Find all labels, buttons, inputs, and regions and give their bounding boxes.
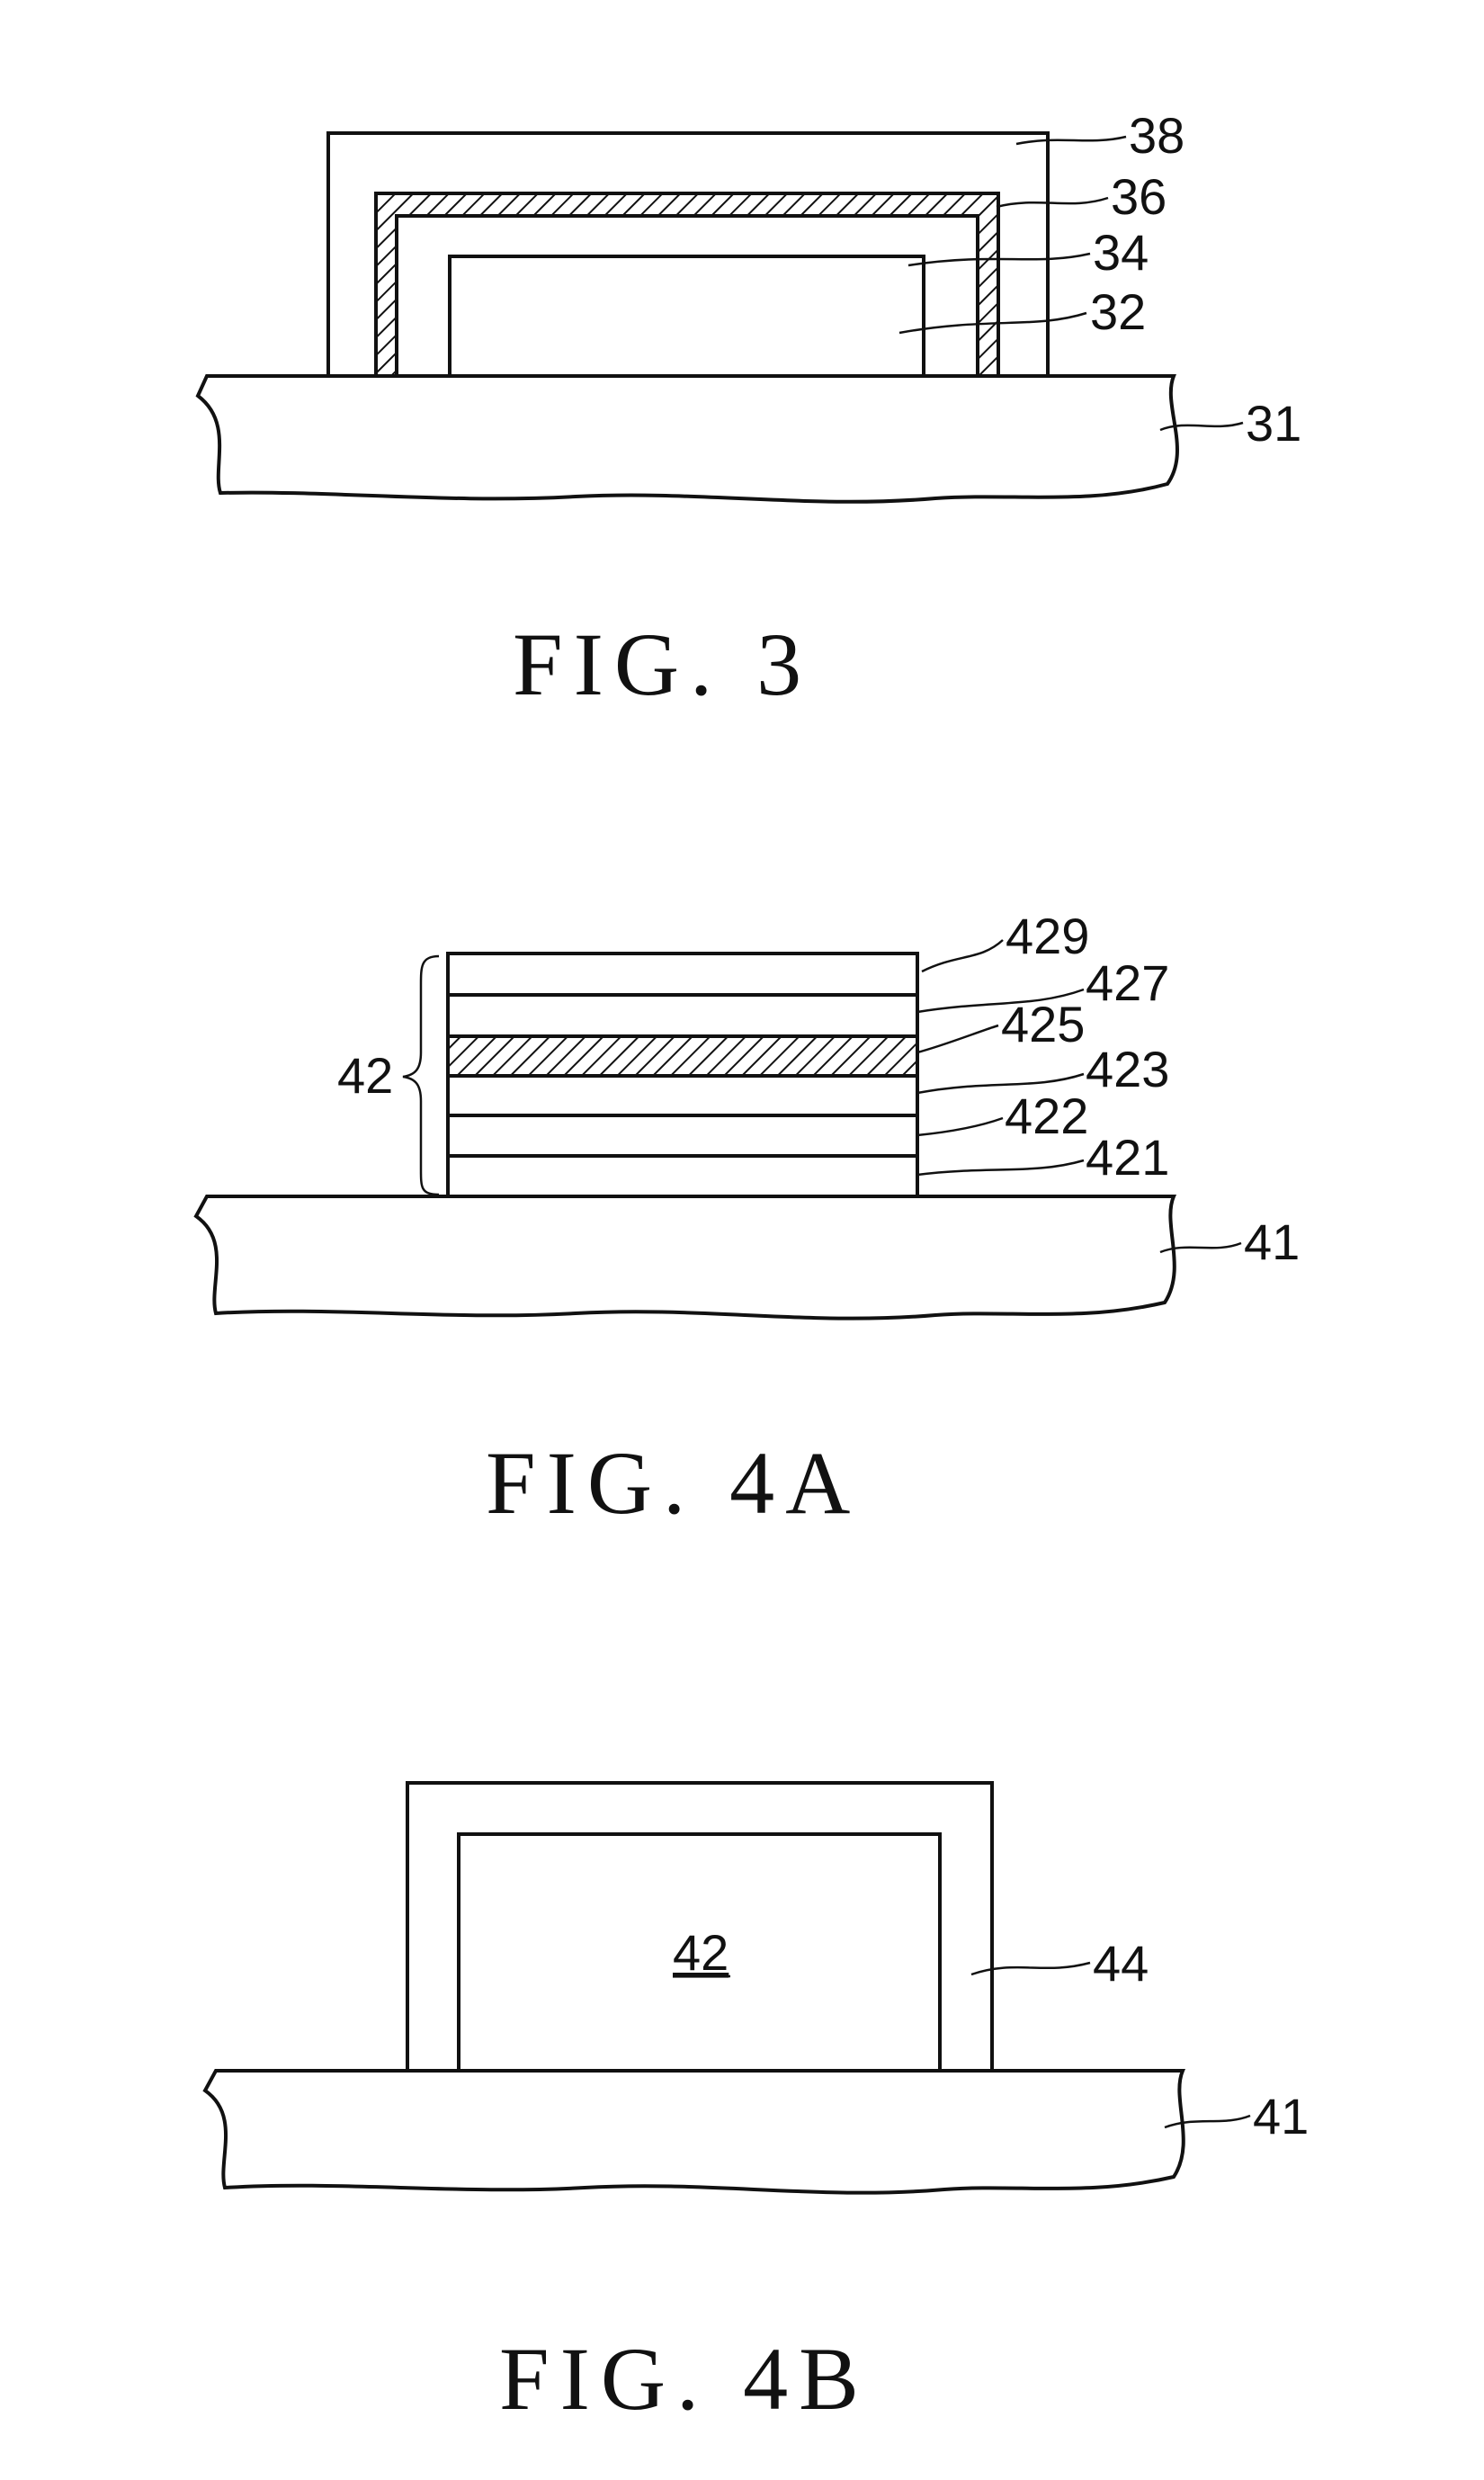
- leader-422: [917, 1118, 1003, 1135]
- label-423: 423: [1086, 1041, 1169, 1097]
- brace-42: [403, 956, 439, 1195]
- leader-41-b: [1165, 2116, 1250, 2127]
- label-38: 38: [1129, 107, 1185, 164]
- label-41-b: 41: [1253, 2088, 1309, 2144]
- label-44: 44: [1093, 1935, 1149, 1992]
- leader-425: [917, 1025, 998, 1052]
- layer-32: [450, 256, 924, 376]
- label-427: 427: [1086, 954, 1169, 1011]
- caption-fig-4b: FIG. 4B: [499, 2329, 870, 2429]
- leader-44: [971, 1963, 1090, 1974]
- layer-34: [397, 216, 978, 376]
- label-425: 425: [1001, 996, 1085, 1052]
- label-41: 41: [1244, 1213, 1300, 1270]
- label-42: 42: [337, 1047, 393, 1104]
- label-34: 34: [1093, 224, 1149, 281]
- figure-4b: 42 44 41 FIG. 4B: [205, 1783, 1309, 2429]
- label-42-center: 42: [673, 1924, 729, 1981]
- leader-36: [997, 198, 1108, 207]
- leader-38: [1016, 137, 1126, 144]
- label-36: 36: [1111, 168, 1167, 225]
- label-421: 421: [1086, 1129, 1169, 1186]
- caption-fig-4a: FIG. 4A: [486, 1433, 861, 1533]
- leader-421: [917, 1160, 1084, 1175]
- layer-36-hatched: [376, 193, 998, 376]
- substrate-41-b: [205, 2071, 1184, 2193]
- leader-429: [922, 940, 1003, 971]
- caption-fig-3: FIG. 3: [513, 614, 812, 714]
- label-31: 31: [1246, 395, 1301, 452]
- figure-4a: 429 427 425 423 422 421 42 41 FIG. 4A: [196, 908, 1300, 1533]
- substrate-31: [198, 376, 1177, 502]
- label-422: 422: [1005, 1088, 1088, 1144]
- leader-31: [1160, 423, 1243, 430]
- substrate-41: [196, 1196, 1175, 1319]
- label-32: 32: [1090, 283, 1146, 340]
- layer-425-hatched: [448, 1036, 917, 1076]
- figure-3: 38 36 34 32 31 FIG. 3: [198, 107, 1301, 714]
- label-429: 429: [1006, 908, 1089, 964]
